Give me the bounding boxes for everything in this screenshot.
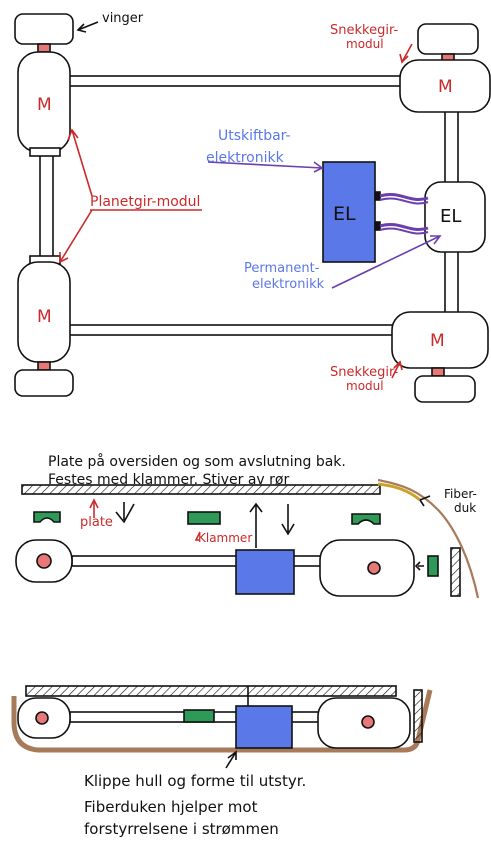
final-view: [14, 686, 430, 768]
planetgir-arrow-down: [60, 210, 92, 262]
side-motor-right: [320, 540, 414, 596]
vinger-label: vinger: [102, 11, 144, 26]
wheel-hub-bottom-left: [38, 362, 50, 370]
planetgir-label: Planetgir-modul: [90, 194, 200, 210]
clamp-right: [352, 514, 380, 524]
wheel-top-left: [15, 14, 73, 44]
planetgir-arrow-up: [72, 130, 92, 196]
right-frame-rail-lower: [445, 250, 458, 316]
permanent-label-1: Permanent-: [244, 261, 320, 276]
wheel-top-right: [418, 24, 478, 54]
clamp-left: [34, 512, 60, 522]
permanent-label-2: elektronikk: [252, 277, 325, 292]
snekkegir-top-arrow: [402, 44, 412, 62]
wheel-hub-bottom-right: [432, 368, 444, 376]
fiberduk-label-1: Fiber-: [444, 487, 477, 501]
rear-plate: [451, 548, 460, 596]
top-view: [15, 14, 490, 402]
motor-label-top-left: M: [37, 95, 52, 115]
wheel-hub-top-left: [38, 44, 50, 52]
rear-arrow: [416, 562, 424, 570]
clamp-down-arrow: [282, 504, 294, 534]
side-clamp-rear: [428, 556, 438, 576]
plate-down-arrow: [116, 502, 134, 522]
front-axle: [68, 76, 406, 86]
final-note-line-2: Fiberduken hjelper mot: [84, 798, 258, 816]
left-frame-rail: [40, 150, 53, 262]
motor-label-bottom-left: M: [37, 307, 52, 327]
final-el-module: [236, 706, 292, 748]
utskiftbar-label-2: elektronikk: [206, 150, 285, 166]
snekkegir-top-label-1: Snekkegir-: [330, 23, 398, 38]
right-frame-rail-upper: [445, 108, 458, 184]
final-arrow: [226, 752, 236, 768]
el-label-permanent: EL: [440, 206, 461, 227]
rear-axle: [68, 325, 398, 335]
wheel-bottom-right: [415, 376, 475, 402]
utskiftbar-label-1: Utskiftbar-: [218, 128, 291, 144]
fiberduk-label-2: duk: [454, 501, 476, 515]
side-note-line-1: Plate på oversiden og som avslutning bak…: [48, 453, 346, 470]
clamp-middle: [188, 512, 220, 524]
snekkegir-bottom-label-2: modul: [346, 379, 384, 393]
el-label-replaceable: EL: [333, 203, 356, 225]
top-plate: [22, 485, 380, 494]
final-rear-plate: [414, 690, 422, 742]
motor-label-bottom-right: M: [430, 331, 445, 351]
final-top-plate: [26, 686, 396, 696]
motor-label-top-right: M: [438, 77, 453, 97]
plate-label: plate: [80, 515, 113, 530]
side-el-module: [236, 550, 294, 594]
final-clamp: [184, 710, 214, 722]
final-note-line-1: Klippe hull og forme til utstyr.: [84, 772, 306, 790]
wheel-bottom-left: [15, 370, 73, 396]
klammer-label: Klammer: [198, 531, 252, 545]
snekkegir-top-label-2: modul: [346, 37, 384, 51]
snekkegir-bottom-label-1: Snekkegir-: [330, 365, 398, 380]
final-note-line-3: forstyrrelsene i strømmen: [84, 820, 279, 838]
